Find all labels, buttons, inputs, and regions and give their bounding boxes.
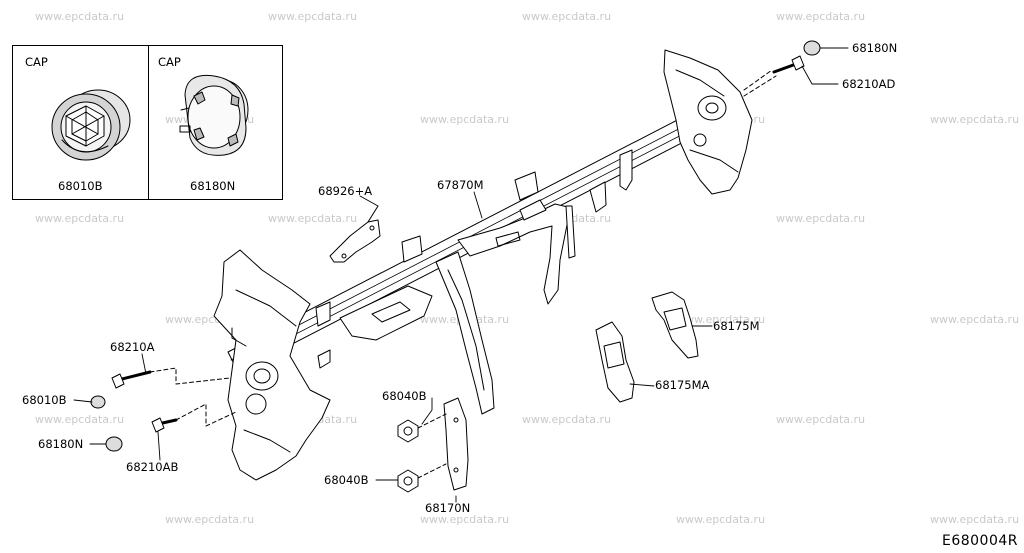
left-end-bracket-drawing [213,249,331,481]
cap-inset-box [12,45,283,200]
center-stay-drawing [339,251,495,415]
bracket-68170n-drawing [443,397,469,491]
watermark: www.epcdata.ru [35,413,125,426]
part-label-68210a: 68210A [110,340,155,354]
part-label-67870m: 67870M [437,178,484,192]
part-label-68180n-left: 68180N [38,437,84,451]
cap-68180n-drawing [179,74,249,156]
part-label-68210ab: 68210AB [126,460,179,474]
part-label-68170n: 68170N [425,501,471,515]
bracket-68175m-drawing [651,291,699,359]
diagram-code: E680004R [941,533,1018,549]
watermark: www.epcdata.ru [522,10,612,23]
inset-left-caption: CAP [25,55,48,69]
leader-lines [73,47,849,503]
bracket-68926a-drawing [329,205,381,263]
watermark: www.epcdata.ru [676,513,766,526]
cap-68010b-left-drawing [90,395,106,409]
watermark: www.epcdata.ru [420,513,510,526]
part-label-68010b: 68010B [22,393,67,407]
bracket-68175ma-drawing [595,321,635,403]
bolt-68210ad-drawing [772,55,805,74]
bolt-68210ab-drawing [151,403,237,433]
cap-inset-divider [148,45,149,200]
watermark: www.epcdata.ru [420,113,510,126]
steering-hanger-drawing [457,199,576,305]
nut-68040b-bottom-drawing [397,463,447,493]
nut-68040b-top-drawing [397,413,447,443]
watermark: www.epcdata.ru [268,10,358,23]
bolt-68210a-drawing [111,367,231,389]
part-label-68180n-top: 68180N [852,41,898,55]
cap-68180n-top-drawing [803,40,821,56]
inset-right-caption: CAP [158,55,181,69]
watermark: www.epcdata.ru [930,513,1020,526]
inset-right-part-number: 68180N [190,179,236,193]
watermark: www.epcdata.ru [930,113,1020,126]
watermark: www.epcdata.ru [776,413,866,426]
part-label-68210ad: 68210AD [842,77,896,91]
watermark: www.epcdata.ru [35,212,125,225]
part-label-68926a: 68926+A [318,184,373,198]
watermark: www.epcdata.ru [676,313,766,326]
part-label-68175ma: 68175MA [655,378,710,392]
inset-left-part-number: 68010B [58,179,103,193]
watermark: www.epcdata.ru [522,413,612,426]
watermark: www.epcdata.ru [776,212,866,225]
part-label-68040b-bottom: 68040B [324,473,369,487]
cap-68010b-drawing [51,89,131,161]
watermark: www.epcdata.ru [165,513,255,526]
right-end-bracket-drawing [663,49,777,195]
part-label-68040b-top: 68040B [382,389,427,403]
cap-68180n-left-drawing [105,436,123,452]
watermark: www.epcdata.ru [930,313,1020,326]
part-label-68175m: 68175M [713,319,760,333]
watermark: www.epcdata.ru [268,212,358,225]
watermark: www.epcdata.ru [35,10,125,23]
watermark: www.epcdata.ru [776,10,866,23]
